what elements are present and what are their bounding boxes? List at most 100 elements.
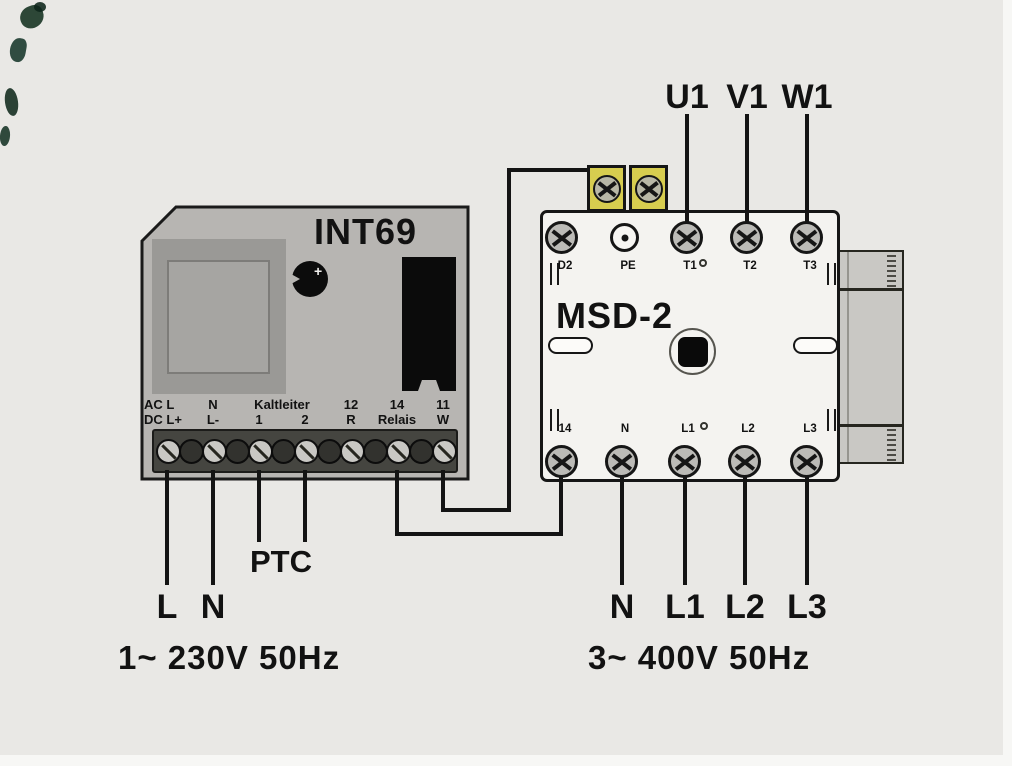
mounting-slot — [548, 337, 593, 354]
screw-terminal-l1-icon — [668, 445, 701, 478]
accessory-print — [887, 255, 896, 287]
screw-terminal-icon — [248, 439, 273, 464]
msd2-terminal-label-t1: T1 — [683, 260, 697, 272]
test-button — [677, 336, 708, 367]
msd2-terminal-label-t2: T2 — [743, 260, 757, 272]
terminal-hole-icon — [363, 439, 388, 464]
screw-terminal-icon — [386, 439, 411, 464]
wire-ptc-2 — [303, 470, 307, 542]
msd2-terminal-label-l3: L3 — [803, 423, 817, 435]
pe-terminal-icon — [610, 223, 639, 252]
wire-v1 — [745, 114, 749, 238]
ptc-label: PTC — [250, 544, 312, 579]
screw-terminal-14-icon — [545, 445, 578, 478]
line-label: L — [156, 588, 178, 626]
phase-label-w1: W1 — [781, 78, 833, 116]
screw-terminal-icon — [592, 175, 621, 203]
page-edge — [1003, 0, 1012, 766]
wire-relay-14-run — [395, 532, 563, 536]
accessory-print — [887, 429, 896, 461]
terminal-label-11: 11 — [436, 397, 450, 412]
screw-terminal-d2-icon — [545, 221, 578, 254]
supply-label-l3: L3 — [787, 588, 827, 626]
screw-terminal-icon — [340, 439, 365, 464]
terminal-label-ptc-2: 2 — [301, 412, 309, 427]
phase-label-v1: V1 — [726, 78, 768, 116]
scan-artifact — [0, 125, 11, 147]
terminal-label-lminus: L- — [206, 412, 220, 427]
wire-relay-pe-rise — [507, 168, 511, 512]
supply-label-l1: L1 — [665, 588, 705, 626]
single-phase-supply-label: 1~ 230V 50Hz — [118, 639, 341, 676]
three-phase-supply-label: 3~ 400V 50Hz — [588, 639, 811, 676]
screw-terminal-t2-icon — [730, 221, 763, 254]
screw-terminal-icon — [156, 439, 181, 464]
accessory-groove — [847, 252, 849, 462]
wire-relay-pe-drop — [441, 470, 445, 512]
page-edge — [0, 755, 1012, 766]
mounting-slot — [793, 337, 838, 354]
connector-socket — [402, 257, 456, 391]
msd2-terminal-label-14: 14 — [558, 423, 572, 435]
connector-notch — [418, 380, 440, 391]
terminal-hole-icon — [179, 439, 204, 464]
wire-ptc-1 — [257, 470, 261, 542]
wire-w1 — [805, 114, 809, 238]
scan-artifact — [34, 2, 46, 12]
screw-terminal-n-icon — [605, 445, 638, 478]
side-mount-accessory — [836, 250, 904, 464]
terminal-hole-icon — [271, 439, 296, 464]
dial-icon: + — [291, 261, 328, 297]
phase-label-u1: U1 — [665, 78, 709, 116]
wire-supply-n — [620, 466, 624, 585]
wire-relay-pe-top — [507, 168, 603, 172]
accessory-divider — [838, 424, 902, 427]
screw-terminal-icon — [294, 439, 319, 464]
terminal-label-12: 12 — [343, 397, 359, 412]
wire-relay-14-drop — [395, 470, 399, 536]
msd2-terminal-label-d2: D2 — [557, 260, 573, 272]
wire-relay-14-rise — [559, 466, 563, 536]
indicator-circle-icon — [700, 422, 708, 430]
dial-plus-mark: + — [314, 263, 323, 279]
test-button-ring — [669, 328, 716, 375]
msd2-terminal-label-l2: L2 — [741, 423, 755, 435]
wire-supply-l1 — [683, 466, 687, 585]
wire-supply-l2 — [743, 466, 747, 585]
wire-l-supply — [165, 470, 169, 585]
terminal-label-14: 14 — [389, 397, 405, 412]
msd2-title: MSD-2 — [556, 295, 674, 336]
terminal-hole-icon — [409, 439, 434, 464]
screw-terminal-icon — [432, 439, 457, 464]
terminal-label-ac-l: AC L — [144, 397, 175, 412]
label-window — [152, 239, 286, 394]
pe-terminal-block — [629, 165, 668, 212]
msd2-terminal-label-pe: PE — [620, 260, 636, 272]
msd2-terminal-label-t3: T3 — [803, 260, 817, 272]
corner-notch — [550, 263, 559, 285]
wire-relay-pe-run — [441, 508, 511, 512]
accessory-divider — [838, 288, 902, 291]
terminal-label-kaltleiter: Kaltleiter — [254, 397, 310, 412]
terminal-label-dc-lplus: DC L+ — [144, 412, 182, 427]
terminal-label-relais: Relais — [377, 412, 417, 427]
label-window-inner — [167, 260, 270, 374]
screw-terminal-icon — [202, 439, 227, 464]
pe-terminal-block — [587, 165, 626, 212]
wire-n-supply — [211, 470, 215, 585]
terminal-label-ptc-1: 1 — [255, 412, 263, 427]
screw-terminal-l3-icon — [790, 445, 823, 478]
screw-terminal-l2-icon — [728, 445, 761, 478]
neutral-label: N — [200, 588, 226, 626]
scan-artifact — [3, 87, 20, 117]
terminal-hole-icon — [317, 439, 342, 464]
indicator-circle-icon — [699, 259, 707, 267]
terminal-label-w: W — [436, 412, 450, 427]
terminal-hole-icon — [225, 439, 250, 464]
terminal-label-n: N — [208, 397, 218, 412]
supply-label-n: N — [609, 588, 635, 626]
corner-notch — [550, 409, 559, 431]
msd2-module: MSD-2 D2 PE T1 T2 T3 14 N L1 L2 L3 — [540, 210, 840, 482]
msd2-terminal-label-n: N — [620, 423, 630, 435]
